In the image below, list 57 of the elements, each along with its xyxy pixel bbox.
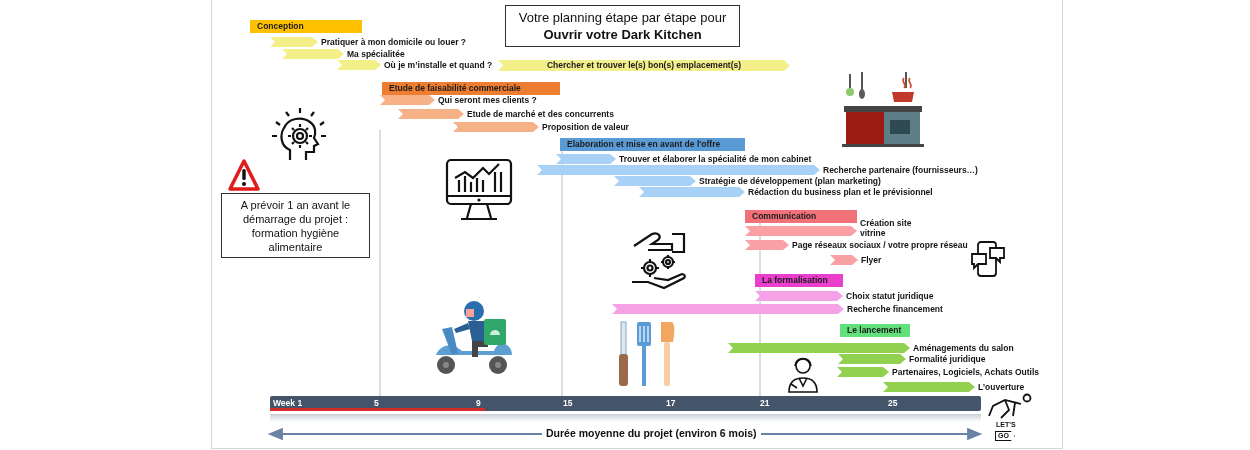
task-label: Partenaires, Logiciels, Achats Outils xyxy=(892,366,1040,378)
title-text: Votre planning étape par étape pour xyxy=(518,9,727,26)
task-bar xyxy=(838,354,906,364)
task-bar xyxy=(883,382,975,392)
phase-header: La formalisation xyxy=(755,274,843,287)
task-label: Création site vitrine xyxy=(860,218,913,238)
phase-header: Conception xyxy=(250,20,362,33)
task-label: Stratégie de développement (plan marketing) xyxy=(699,175,881,187)
task-label: Flyer xyxy=(861,254,882,266)
task-label: Formalité juridique xyxy=(909,353,986,365)
title-text: Ouvrir votre Dark Kitchen xyxy=(543,26,702,43)
task-label: Rédaction du business plan et le prévisionnel xyxy=(748,186,933,198)
task-bar xyxy=(537,165,820,175)
task-bar xyxy=(830,255,858,265)
task-bar xyxy=(556,154,616,164)
task-label: L’ouverture xyxy=(978,381,1025,393)
task-bar xyxy=(745,226,857,236)
task-label: Page réseaux sociaux / votre propre réseau xyxy=(792,239,968,251)
task-bar xyxy=(614,176,696,186)
week-label: 17 xyxy=(666,398,676,409)
task-bar xyxy=(755,291,843,301)
task-bar xyxy=(745,240,789,250)
week-label: 21 xyxy=(760,398,770,409)
week-label: 25 xyxy=(888,398,898,409)
task-bar xyxy=(837,367,889,377)
phase-header: Communication xyxy=(745,210,857,223)
week-label: 15 xyxy=(563,398,573,409)
week-label: 5 xyxy=(374,398,379,409)
task-label: Etude de marché et des concurrents xyxy=(467,108,614,120)
task-label: Choix statut juridique xyxy=(846,290,934,302)
task-label: Pratiquer à mon domicile ou louer ? xyxy=(321,36,466,48)
title-box xyxy=(505,5,740,47)
task-bar xyxy=(639,187,745,197)
task-bar xyxy=(453,122,539,132)
task-label: Trouver et élaborer la spécialité de mon cabinet xyxy=(619,153,812,165)
week-label: Week 1 xyxy=(273,398,303,409)
duration-label: Durée moyenne du projet (environ 6 mois) xyxy=(542,427,761,440)
task-label: Qui seront mes clients ? xyxy=(438,94,537,106)
task-label: Ma spécialitée xyxy=(347,48,405,60)
note-box: A prévoir 1 an avant le démarrage du projet : formation hygiène alimentaire xyxy=(221,193,370,258)
task-label: Proposition de valeur xyxy=(542,121,629,133)
task-label: Où je m’installe et quand ? xyxy=(384,59,493,71)
phase-header: Le lancement xyxy=(840,324,910,337)
task-label: Recherche partenaire (fournisseurs…) xyxy=(823,164,978,176)
task-bar xyxy=(728,343,910,353)
task-bar xyxy=(282,49,344,59)
phase-header: Etude de faisabilité commerciale xyxy=(382,82,560,95)
task-bar xyxy=(337,60,381,70)
task-label: Aménagements du salon xyxy=(913,342,1014,354)
task-bar xyxy=(380,95,435,105)
task-label: Recherche financement xyxy=(847,303,943,315)
week-label: 9 xyxy=(476,398,481,409)
task-bar xyxy=(270,37,318,47)
task-bar xyxy=(612,304,844,314)
task-bar xyxy=(398,109,464,119)
phase-header: Elaboration et mise en avant de l'offre xyxy=(560,138,745,151)
task-bar: Chercher et trouver le(s) bon(s) emplacement(s) xyxy=(498,60,790,71)
